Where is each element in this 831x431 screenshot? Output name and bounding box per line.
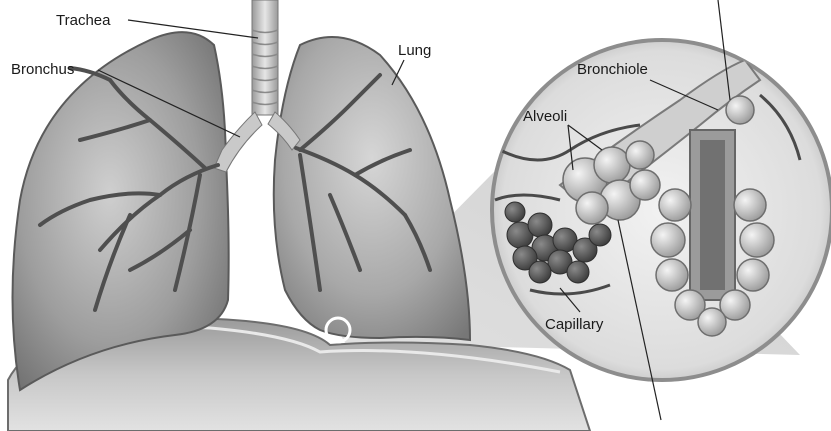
trachea-label: Trachea	[56, 13, 110, 28]
duct-lumen	[700, 140, 725, 290]
lung-label: Lung	[398, 43, 431, 58]
alveoli-label: Alveoli	[523, 109, 567, 124]
trachea	[252, 0, 278, 115]
bronchiole-label: Bronchiole	[577, 62, 648, 77]
capillary-label: Capillary	[545, 317, 603, 332]
bronchus-label: Bronchus	[11, 62, 74, 77]
